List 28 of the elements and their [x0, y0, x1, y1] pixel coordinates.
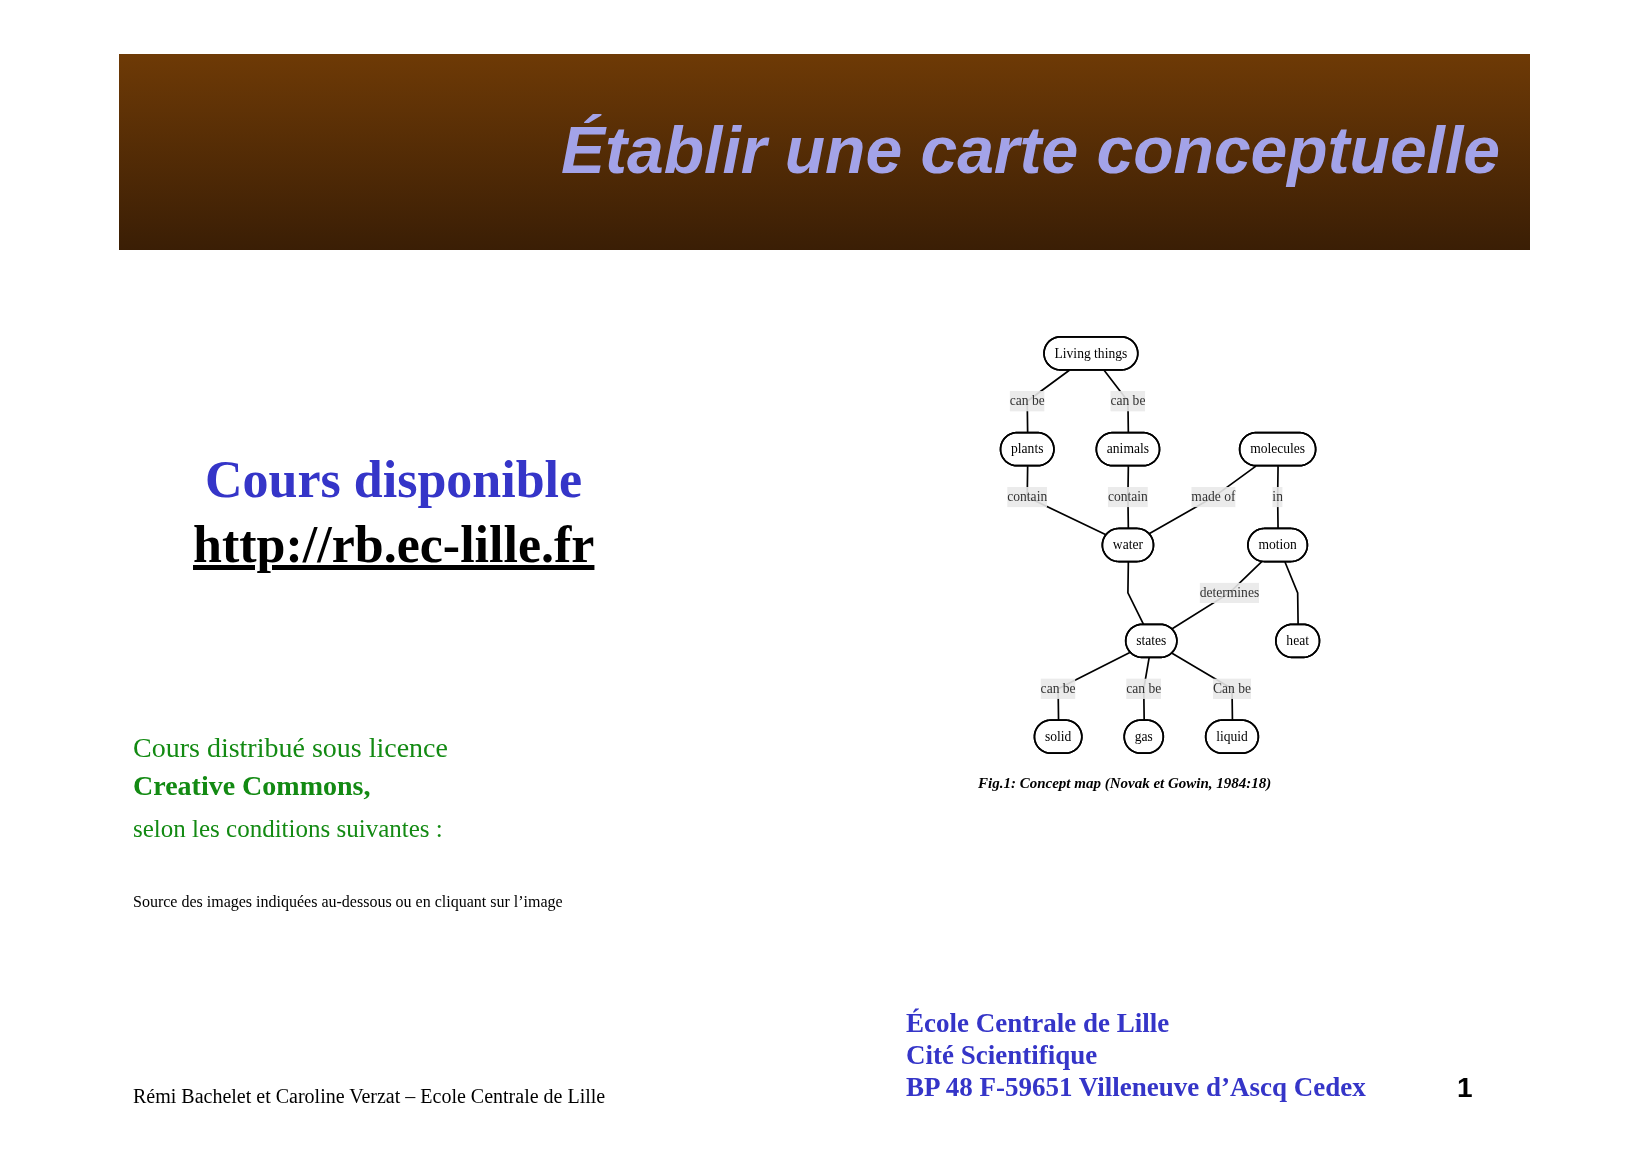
figure-caption: Fig.1: Concept map (Novak et Gowin, 1984:18)	[978, 775, 1272, 792]
edge-label: made of	[1191, 489, 1236, 504]
edge-label: can be	[1040, 681, 1076, 696]
address-line: École Centrale de Lille	[906, 1008, 1170, 1039]
heading: Cours disponible	[205, 450, 583, 509]
connector	[1170, 560, 1263, 630]
connector	[1127, 561, 1145, 626]
edge-label: can be	[1126, 681, 1162, 696]
edge-label: determines	[1199, 585, 1260, 600]
page-number: 1	[1457, 1072, 1473, 1104]
edge-label: contain	[1007, 489, 1048, 504]
edge-label: can be	[1110, 393, 1146, 409]
edge-label: can be	[1009, 393, 1045, 409]
address-line: BP 48 F-59651 Villeneuve d’Ascq Cedex	[906, 1072, 1366, 1103]
license-text: selon les conditions suivantes :	[133, 815, 443, 843]
connector	[1148, 465, 1257, 535]
author-footer: Rémi Bachelet et Caroline Verzat – Ecole Centrale de Lille	[133, 1085, 606, 1108]
connector	[1284, 561, 1299, 626]
slide-title: Établir une carte conceptuelle	[561, 112, 1500, 188]
edge-label: Can be	[1212, 681, 1252, 696]
url-link: http://rb.ec-lille.fr	[193, 515, 595, 574]
source-note: Source des images indiquées au-dessous ou en cliquant sur l’image	[133, 893, 563, 911]
connector	[1276, 465, 1279, 530]
edge-label: in	[1272, 489, 1283, 504]
address-line: Cité Scientifique	[906, 1040, 1098, 1071]
edge-label: contain	[1107, 489, 1148, 504]
license-name: Creative Commons,	[133, 770, 371, 802]
license-text: Cours distribué sous licence	[133, 732, 448, 764]
